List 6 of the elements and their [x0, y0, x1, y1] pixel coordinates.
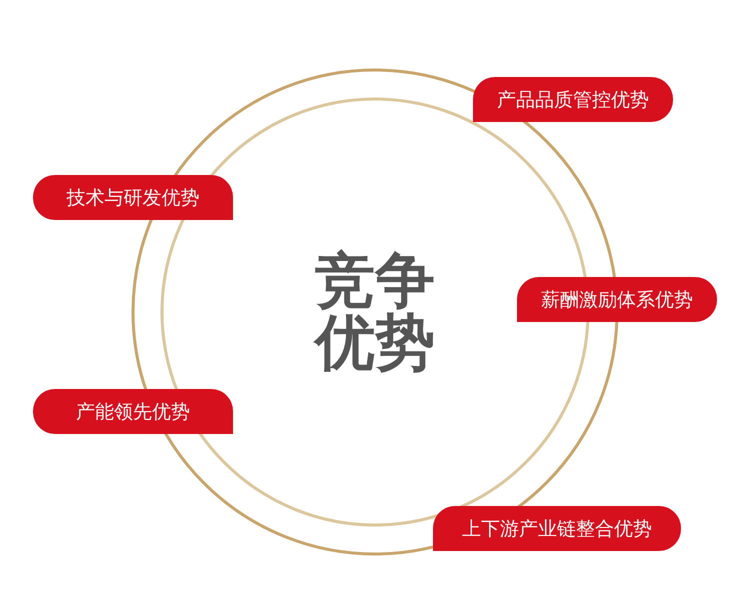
- advantage-tag: 产能领先优势: [33, 389, 233, 434]
- center-title: 竞争优势: [312, 250, 436, 374]
- advantage-tag: 薪酬激励体系优势: [517, 277, 717, 322]
- advantage-tag: 产品品质管控优势: [473, 77, 673, 122]
- advantage-tag: 技术与研发优势: [33, 175, 233, 220]
- advantage-tag: 上下游产业链整合优势: [433, 506, 681, 551]
